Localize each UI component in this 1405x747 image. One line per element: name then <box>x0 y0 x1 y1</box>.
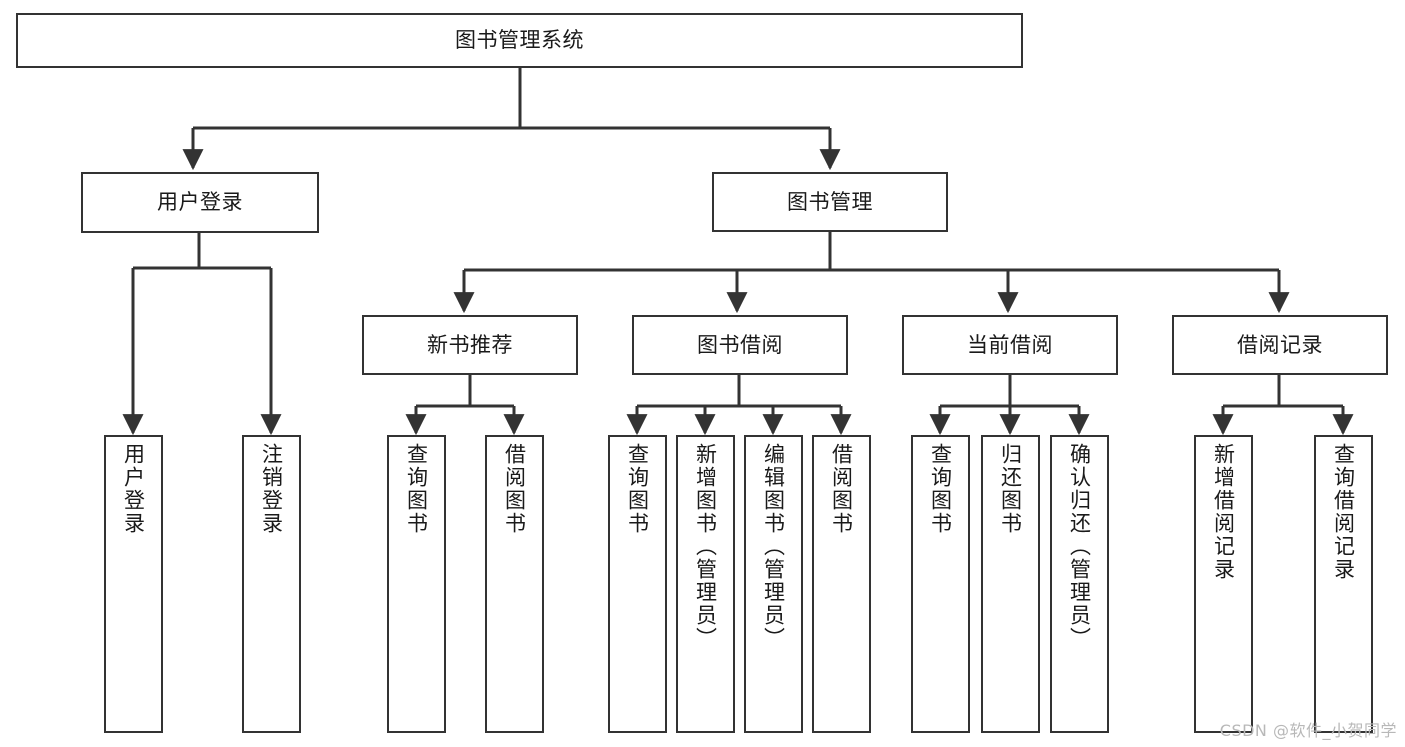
node-leaf-edit-book[interactable]: 编辑图书（管理员） <box>744 435 803 733</box>
node-current-borrow-label: 当前借阅 <box>967 332 1053 357</box>
node-book-manage-label: 图书管理 <box>787 189 873 214</box>
node-leaf-borrow-book-2-label: 借阅图书 <box>829 443 854 535</box>
node-leaf-add-book-label: 新增图书（管理员） <box>693 443 718 650</box>
node-leaf-query-book-3[interactable]: 查询图书 <box>911 435 970 733</box>
node-leaf-confirm-return[interactable]: 确认归还（管理员） <box>1050 435 1109 733</box>
node-leaf-logout-label: 注销登录 <box>259 443 284 535</box>
node-leaf-add-record-label: 新增借阅记录 <box>1211 443 1236 581</box>
node-leaf-borrow-book-2[interactable]: 借阅图书 <box>812 435 871 733</box>
node-leaf-confirm-return-label: 确认归还（管理员） <box>1067 443 1092 650</box>
node-leaf-user-login-label: 用户登录 <box>121 443 146 535</box>
node-borrow-record[interactable]: 借阅记录 <box>1172 315 1388 375</box>
node-leaf-query-book-2[interactable]: 查询图书 <box>608 435 667 733</box>
node-leaf-logout[interactable]: 注销登录 <box>242 435 301 733</box>
node-leaf-query-record[interactable]: 查询借阅记录 <box>1314 435 1373 733</box>
node-leaf-query-book-2-label: 查询图书 <box>625 443 650 535</box>
node-leaf-edit-book-label: 编辑图书（管理员） <box>761 443 786 650</box>
node-current-borrow[interactable]: 当前借阅 <box>902 315 1118 375</box>
node-leaf-query-book-1[interactable]: 查询图书 <box>387 435 446 733</box>
node-leaf-user-login[interactable]: 用户登录 <box>104 435 163 733</box>
node-book-borrow[interactable]: 图书借阅 <box>632 315 848 375</box>
node-leaf-query-record-label: 查询借阅记录 <box>1331 443 1356 581</box>
node-new-book-rec[interactable]: 新书推荐 <box>362 315 578 375</box>
node-leaf-return-book-label: 归还图书 <box>998 443 1023 535</box>
node-leaf-borrow-book-1[interactable]: 借阅图书 <box>485 435 544 733</box>
node-leaf-borrow-book-1-label: 借阅图书 <box>502 443 527 535</box>
node-borrow-record-label: 借阅记录 <box>1237 332 1323 357</box>
node-leaf-query-book-1-label: 查询图书 <box>404 443 429 535</box>
node-new-book-rec-label: 新书推荐 <box>427 332 513 357</box>
node-book-borrow-label: 图书借阅 <box>697 332 783 357</box>
node-leaf-query-book-3-label: 查询图书 <box>928 443 953 535</box>
node-user-login-label: 用户登录 <box>157 190 243 215</box>
node-book-manage[interactable]: 图书管理 <box>712 172 948 232</box>
node-root[interactable]: 图书管理系统 <box>16 13 1023 68</box>
node-leaf-add-record[interactable]: 新增借阅记录 <box>1194 435 1253 733</box>
node-root-label: 图书管理系统 <box>455 28 584 53</box>
node-leaf-return-book[interactable]: 归还图书 <box>981 435 1040 733</box>
node-leaf-add-book[interactable]: 新增图书（管理员） <box>676 435 735 733</box>
node-user-login[interactable]: 用户登录 <box>81 172 319 233</box>
